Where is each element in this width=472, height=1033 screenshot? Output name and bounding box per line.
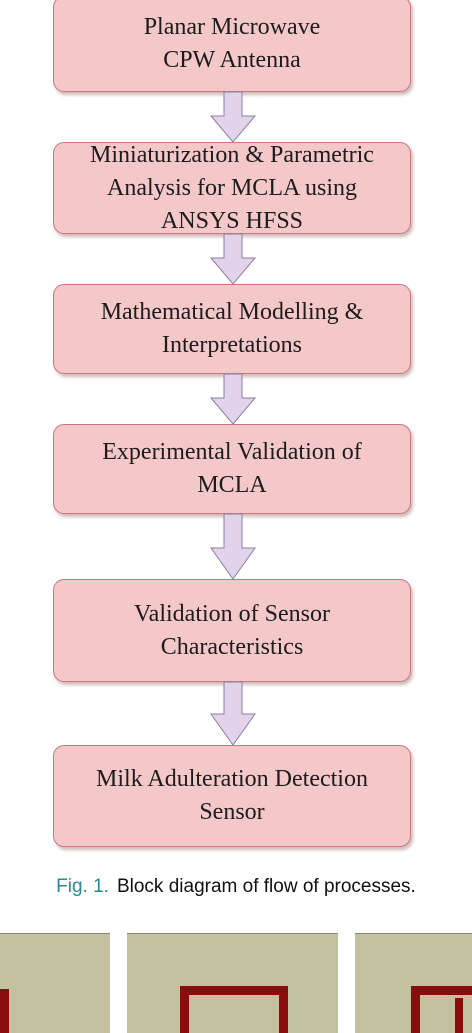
antenna-trace bbox=[180, 986, 189, 1033]
antenna-trace bbox=[411, 986, 472, 995]
antenna-panel-middle bbox=[127, 933, 338, 1033]
figure-caption: Fig. 1. Block diagram of flow of processe… bbox=[0, 876, 472, 898]
antenna-trace bbox=[0, 989, 9, 1033]
box-label: Mathematical Modelling & Interpretations bbox=[100, 299, 364, 358]
box-miniaturization-analysis: Miniaturization & Parametric Analysis fo… bbox=[53, 142, 411, 234]
antenna-trace bbox=[180, 986, 288, 995]
box-milk-adulteration-sensor: Milk Adulteration Detection Sensor bbox=[53, 745, 411, 847]
box-label: Miniaturization & Parametric Analysis fo… bbox=[90, 141, 374, 234]
antenna-panel-left bbox=[0, 933, 110, 1033]
box-label: Planar Microwave CPW Antenna bbox=[143, 14, 321, 73]
arrow-2-to-3 bbox=[209, 233, 257, 285]
box-experimental-validation: Experimental Validation of MCLA bbox=[53, 424, 411, 514]
antenna-panel-right bbox=[355, 933, 472, 1033]
box-label: Validation of Sensor Characteristics bbox=[134, 600, 330, 660]
box-planar-cpw-antenna: Planar Microwave CPW Antenna bbox=[53, 0, 411, 92]
antenna-trace bbox=[455, 998, 463, 1033]
arrow-5-to-6 bbox=[210, 681, 256, 746]
arrow-4-to-5 bbox=[210, 513, 256, 580]
arrow-3-to-4 bbox=[209, 373, 257, 425]
box-sensor-characteristics: Validation of Sensor Characteristics bbox=[53, 579, 411, 682]
arrow-1-to-2 bbox=[209, 91, 257, 143]
antenna-trace bbox=[411, 986, 420, 1033]
box-label: Experimental Validation of MCLA bbox=[102, 439, 362, 498]
figure-number: Fig. 1. bbox=[56, 876, 109, 897]
box-mathematical-modelling: Mathematical Modelling & Interpretations bbox=[53, 284, 411, 374]
box-label: Milk Adulteration Detection Sensor bbox=[96, 766, 368, 825]
antenna-trace bbox=[279, 986, 288, 1033]
caption-text: Block diagram of flow of processes. bbox=[116, 876, 416, 897]
